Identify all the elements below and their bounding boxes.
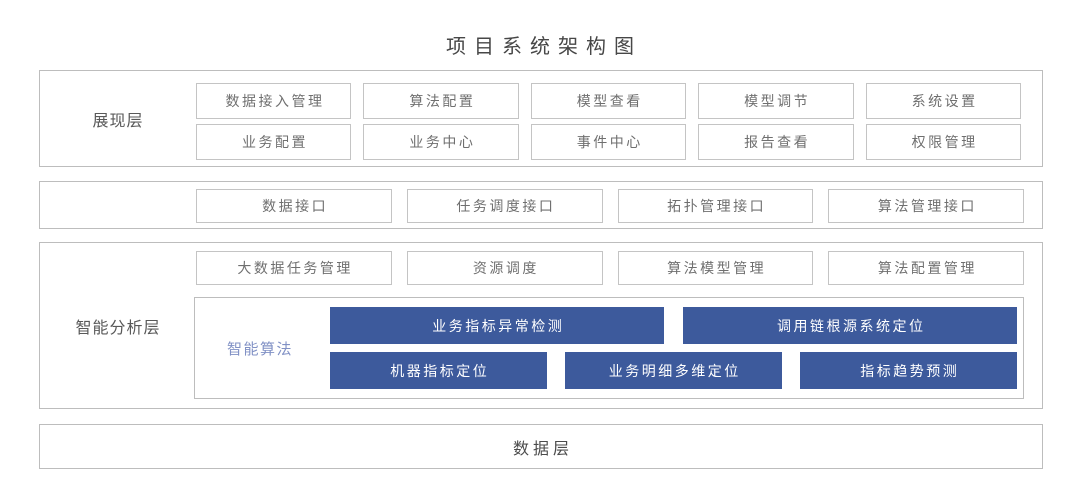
interface-layer: 数据接口 任务调度接口 拓扑管理接口 算法管理接口 [39, 181, 1043, 229]
box-machine-metric-location: 机器指标定位 [330, 352, 547, 389]
analysis-row: 大数据任务管理 资源调度 算法模型管理 算法配置管理 [196, 251, 1024, 285]
box-business-center: 业务中心 [363, 124, 519, 160]
presentation-layer: 展现层 数据接入管理 算法配置 模型查看 模型调节 系统设置 业务配置 业务中心… [39, 70, 1043, 167]
box-data-access-management: 数据接入管理 [196, 83, 352, 119]
interface-row: 数据接口 任务调度接口 拓扑管理接口 算法管理接口 [196, 189, 1024, 223]
algorithm-row-2: 机器指标定位 业务明细多维定位 指标趋势预测 [330, 352, 1017, 389]
box-model-view: 模型查看 [530, 83, 687, 119]
box-algorithm-config: 算法配置 [363, 83, 519, 119]
box-bigdata-task-management: 大数据任务管理 [196, 251, 392, 285]
box-model-tuning: 模型调节 [698, 83, 854, 119]
box-business-detail-multidim-location: 业务明细多维定位 [565, 352, 782, 389]
presentation-row-1: 数据接入管理 算法配置 模型查看 模型调节 系统设置 [196, 83, 1022, 119]
intelligent-algorithm-group: 智能算法 业务指标异常检测 调用链根源系统定位 机器指标定位 业务明细多维定位 … [194, 297, 1024, 399]
presentation-layer-label: 展现层 [92, 110, 144, 130]
box-algorithm-model-management: 算法模型管理 [617, 251, 814, 285]
box-business-config: 业务配置 [196, 124, 352, 160]
box-permission-management: 权限管理 [865, 124, 1022, 160]
box-task-scheduling-interface: 任务调度接口 [406, 189, 603, 223]
box-data-interface: 数据接口 [196, 189, 392, 223]
presentation-row-2: 业务配置 业务中心 事件中心 报告查看 权限管理 [196, 124, 1022, 160]
box-topology-management-interface: 拓扑管理接口 [617, 189, 814, 223]
box-algorithm-config-management: 算法配置管理 [828, 251, 1024, 285]
intelligent-algorithm-label: 智能算法 [227, 339, 294, 358]
box-metric-trend-prediction: 指标趋势预测 [800, 352, 1017, 389]
diagram-title: 项目系统架构图 [446, 34, 642, 58]
box-event-center: 事件中心 [530, 124, 687, 160]
box-report-view: 报告查看 [698, 124, 854, 160]
analysis-layer: 智能分析层 大数据任务管理 资源调度 算法模型管理 算法配置管理 智能算法 业务… [39, 242, 1043, 409]
data-layer: 数据层 [39, 424, 1043, 469]
data-layer-label: 数据层 [512, 438, 573, 458]
algorithm-row-1: 业务指标异常检测 调用链根源系统定位 [330, 307, 1017, 344]
analysis-layer-label: 智能分析层 [75, 317, 161, 337]
box-resource-scheduling: 资源调度 [406, 251, 603, 285]
box-system-settings: 系统设置 [865, 83, 1022, 119]
box-business-metric-anomaly-detection: 业务指标异常检测 [330, 307, 664, 344]
box-algorithm-management-interface: 算法管理接口 [828, 189, 1024, 223]
box-trace-root-cause-system-location: 调用链根源系统定位 [683, 307, 1017, 344]
